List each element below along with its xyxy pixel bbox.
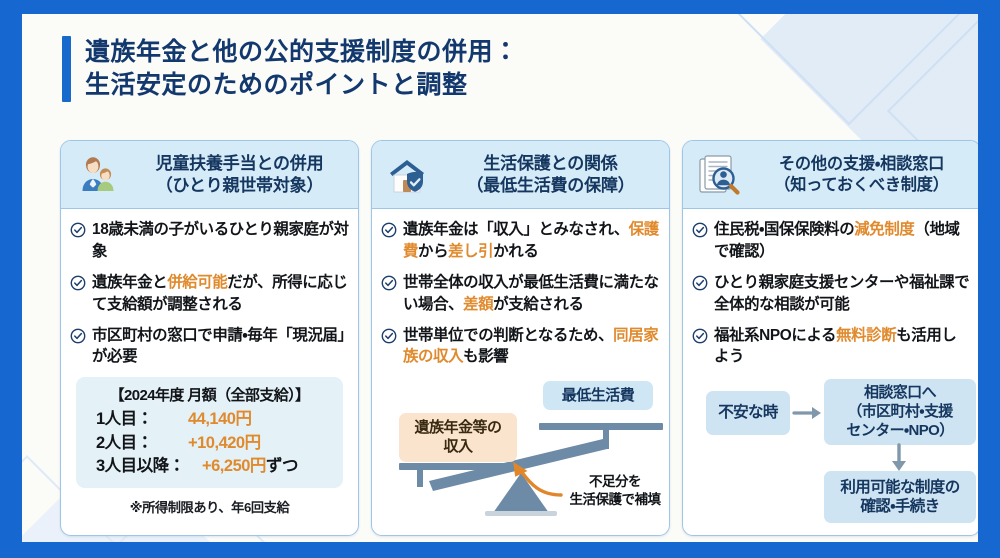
parent-child-icon: [73, 151, 121, 199]
list-item: 遺族年金は「収入」とみなされ、保護費から差し引かれる: [381, 219, 660, 263]
bullet-text: 18歳未満の子がいるひとり親家庭が対象: [92, 219, 349, 263]
list-item: 世帯単位での判断となるため、同居家族の収入も影響: [381, 325, 660, 369]
document-magnifier-icon: [695, 151, 743, 199]
bullet-text: 遺族年金は「収入」とみなされ、保護費から差し引かれる: [403, 219, 660, 263]
highlighted-text: 保護費: [403, 221, 659, 260]
amount-value: 44,140円: [188, 410, 252, 429]
card-header-title: 児童扶養手当との併用 （ひとり親世帯対象）: [155, 153, 324, 195]
amount-row: 2人目： +10,420円: [82, 432, 337, 455]
house-shield-icon: [384, 151, 432, 199]
check-circle-icon: [692, 222, 708, 243]
list-item: 世帯全体の収入が最低生活費に満たない場合、差額が支給される: [381, 272, 660, 316]
amount-box-note: ※所得制限あり、年6回支給: [129, 499, 290, 515]
allowance-amount-box: 【2024年度 月額（全部支給）】 1人目： 44,140円 2人目： +10,…: [76, 377, 343, 488]
amount-value: +6,250円: [202, 457, 266, 476]
plain-text: ひとり親家庭支援センターや福祉課で全体的な相談が可能: [714, 273, 970, 313]
plain-text: 遺族年金は「収入」とみなされ、: [403, 221, 629, 238]
flow-step-3: 利用可能な制度の 確認・手続き: [824, 471, 976, 524]
plain-text: 世帯全体の収入が最低生活費に満たない場合、: [403, 273, 659, 313]
amount-label: 1人目：: [96, 410, 153, 429]
list-item: 遺族年金と併給可能だが、所得に応じて支給額が調整される: [70, 272, 349, 316]
bullet-text: 市区町村の窓口で申請・毎年「現況届」が必要: [92, 325, 349, 369]
consultation-flow-diagram: 不安な時 相談窓口へ （市区町村・支援 センター・NPO） 利用可能な制度の 確…: [692, 377, 978, 527]
highlighted-text: 差額: [463, 295, 494, 313]
card-header: その他の支援・相談窓口 （知っておくべき制度）: [683, 141, 978, 209]
amount-suffix: ずつ: [265, 457, 299, 476]
page-title: 遺族年金と他の公的支援制度の併用： 生活安定のためのポイントと調整: [62, 36, 762, 102]
plain-text: 世帯単位での判断となるため、: [403, 326, 614, 344]
plain-text: かれる: [493, 242, 539, 260]
card-header: 児童扶養手当との併用 （ひとり親世帯対象）: [61, 141, 358, 209]
amount-row: 3人目以降： +6,250円 ずつ: [82, 455, 337, 478]
highlighted-text: 差し引: [448, 242, 494, 260]
balance-left-label: 遺族年金等の 収入: [399, 413, 517, 462]
plain-text: から: [418, 242, 449, 260]
plain-text: （地域で確認）: [714, 221, 960, 260]
check-circle-icon: [70, 222, 86, 243]
bullet-text: 世帯全体の収入が最低生活費に満たない場合、差額が支給される: [403, 272, 660, 316]
check-circle-icon: [70, 275, 86, 296]
flow-step-2: 相談窓口へ （市区町村・支援 センター・NPO）: [824, 379, 976, 446]
check-circle-icon: [692, 275, 708, 296]
check-circle-icon: [692, 328, 708, 349]
arrow-down-icon: [884, 443, 914, 473]
amount-box-title: 【2024年度 月額（全部支給）】: [109, 387, 310, 405]
plain-text: 住民税・国保保険料の: [714, 221, 855, 238]
card-header-title: 生活保護との関係 （最低生活費の保障）: [466, 153, 635, 195]
card-header-title: その他の支援・相談窓口 （知っておくべき制度）: [774, 154, 949, 194]
highlighted-text: 併給可能: [167, 273, 228, 291]
highlighted-text: 無料診断: [836, 326, 897, 344]
list-item: 市区町村の窓口で申請・毎年「現況届」が必要: [70, 325, 349, 369]
card-body: 住民税・国保保険料の減免制度（地域で確認） ひとり親家庭支援センターや福祉課で全…: [683, 209, 978, 527]
plain-text: 福祉系NPOによる: [714, 326, 837, 344]
plain-text: 市区町村の窓口で申請・毎年「現況届」が必要: [92, 326, 345, 366]
card-other-support: その他の支援・相談窓口 （知っておくべき制度） 住民税・国保保険料の減免制度（地…: [682, 140, 978, 536]
balance-scale-diagram: 遺族年金等の 収入 最低生活費 不足分を 生活保護で補填: [381, 377, 669, 527]
card-child-rearing-allowance: 児童扶養手当との併用 （ひとり親世帯対象） 18歳未満の子がいるひとり親家庭が対…: [60, 140, 359, 536]
amount-row: 1人目： 44,140円: [82, 408, 337, 431]
highlighted-text: 同居家族の収入: [403, 326, 659, 366]
check-circle-icon: [381, 328, 397, 349]
card-header: 生活保護との関係 （最低生活費の保障）: [372, 141, 669, 209]
amount-label: 2人目：: [96, 433, 153, 452]
amount-value: +10,420円: [188, 433, 261, 452]
plain-text: が支給される: [493, 295, 584, 313]
check-circle-icon: [381, 222, 397, 243]
list-item: 住民税・国保保険料の減免制度（地域で確認）: [692, 219, 971, 263]
bullet-text: 世帯単位での判断となるため、同居家族の収入も影響: [403, 325, 660, 369]
balance-note: 不足分を 生活保護で補填: [569, 474, 662, 507]
list-item: 福祉系NPOによる無料診断も活用しよう: [692, 325, 971, 369]
amount-label: 3人目以降：: [96, 457, 185, 476]
plain-text: も影響: [463, 348, 509, 366]
plain-text: だが、所得に応じて支給額が調整される: [92, 273, 348, 313]
bullet-text: ひとり親家庭支援センターや福祉課で全体的な相談が可能: [714, 272, 971, 316]
plain-text: 18歳未満の子がいるひとり親家庭が対象: [92, 221, 349, 260]
infographic-page: 遺族年金と他の公的支援制度の併用： 生活安定のためのポイントと調整: [22, 14, 978, 542]
check-circle-icon: [381, 275, 397, 296]
card-body: 遺族年金は「収入」とみなされ、保護費から差し引かれる 世帯全体の収入が最低生活費…: [372, 209, 669, 527]
list-item: 18歳未満の子がいるひとり親家庭が対象: [70, 219, 349, 263]
plain-text: 遺族年金と: [92, 273, 168, 291]
card-public-assistance: 生活保護との関係 （最低生活費の保障） 遺族年金は「収入」とみなされ、保護費から…: [371, 140, 670, 536]
bullet-text: 住民税・国保保険料の減免制度（地域で確認）: [714, 219, 971, 263]
bullet-text: 遺族年金と併給可能だが、所得に応じて支給額が調整される: [92, 272, 349, 316]
plain-text: も活用しよう: [714, 326, 957, 366]
arrow-right-icon: [792, 403, 822, 423]
highlighted-text: 減免制度: [854, 221, 915, 238]
title-text: 遺族年金と他の公的支援制度の併用： 生活安定のためのポイントと調整: [85, 38, 519, 99]
card-body: 18歳未満の子がいるひとり親家庭が対象 遺族年金と併給可能だが、所得に応じて支給…: [61, 209, 358, 516]
flow-step-1: 不安な時: [706, 391, 790, 436]
balance-right-label: 最低生活費: [543, 381, 653, 411]
bullet-text: 福祉系NPOによる無料診断も活用しよう: [714, 325, 971, 369]
list-item: ひとり親家庭支援センターや福祉課で全体的な相談が可能: [692, 272, 971, 316]
title-accent-bar: [62, 36, 71, 102]
check-circle-icon: [70, 328, 86, 349]
